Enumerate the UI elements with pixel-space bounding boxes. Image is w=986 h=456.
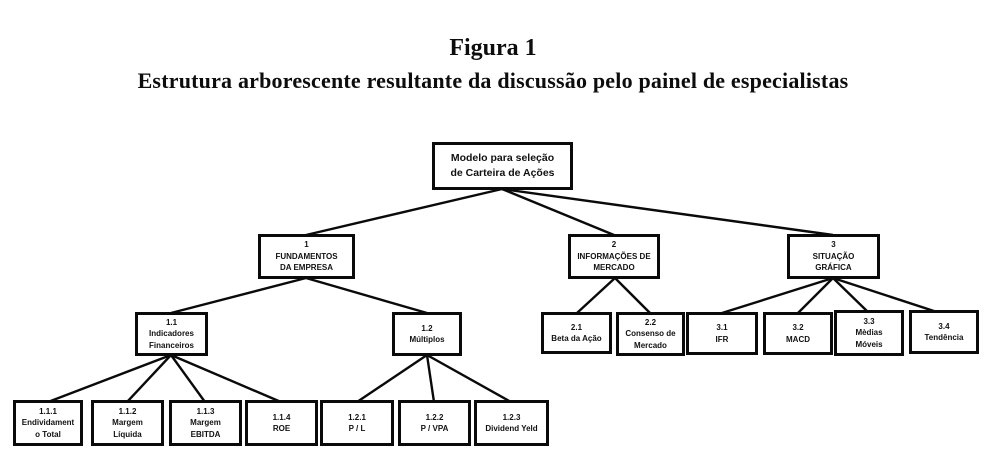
connector-2-2.1 <box>576 277 616 314</box>
connector-1.1-1.1.2 <box>126 354 172 403</box>
tree-node-root: Modelo para seleção de Carteira de Ações <box>432 142 573 190</box>
connector-root-1 <box>305 187 503 237</box>
tree-node-1-1-3: 1.1.3 Margem EBITDA <box>169 400 242 446</box>
connector-1.1-1.1.3 <box>170 354 206 403</box>
tree-node-2-2: 2.2 Consenso de Mercado <box>616 312 685 356</box>
tree-node-3: 3 SITUAÇÃO GRÁFICA <box>787 234 880 279</box>
tree-node-1-1-1: 1.1.1 Endividament o Total <box>13 400 83 446</box>
tree-node-2-1: 2.1 Beta da Ação <box>541 312 612 354</box>
connector-root-3 <box>501 187 834 237</box>
tree-node-1-1-2: 1.1.2 Margem Líquida <box>91 400 164 446</box>
connector-1-1.2 <box>305 276 428 315</box>
figure-title: Figura 1 <box>449 35 537 61</box>
connector-1.1-1.1.1 <box>47 353 172 404</box>
figure-caption: Figura 1 Estrutura arborescente resultan… <box>0 34 986 96</box>
tree-node-1-2-2: 1.2.2 P / VPA <box>398 400 471 446</box>
tree-node-2: 2 INFORMAÇÕES DE MERCADO <box>568 234 660 279</box>
connector-2-2.2 <box>614 277 651 314</box>
connector-1-1.1 <box>170 276 307 315</box>
connector-3-3.4 <box>832 276 941 315</box>
connector-1.2-1.2.2 <box>425 354 436 403</box>
connector-3-3.2 <box>797 277 834 314</box>
tree-node-3-4: 3.4 Tendência <box>909 310 979 354</box>
connector-3-3.3 <box>832 277 870 314</box>
tree-node-1-2-3: 1.2.3 Dividend Yeld <box>474 400 549 446</box>
tree-node-3-1: 3.1 IFR <box>686 312 758 355</box>
connector-1.2-1.2.1 <box>356 354 428 403</box>
tree-node-3-3: 3.3 Mèdias Móveis <box>834 310 904 356</box>
tree-node-3-2: 3.2 MACD <box>763 312 833 355</box>
connector-1.1-1.1.4 <box>170 353 282 404</box>
tree-node-1-1-4: 1.1.4 ROE <box>245 400 318 446</box>
tree-node-1: 1 FUNDAMENTOS DA EMPRESA <box>258 234 355 279</box>
connector-1.2-1.2.3 <box>426 353 512 404</box>
tree-node-1-2: 1.2 Múltiplos <box>392 312 462 356</box>
connector-root-2 <box>501 187 615 237</box>
connector-3-3.1 <box>721 276 834 315</box>
tree-node-1-2-1: 1.2.1 P / L <box>320 400 394 446</box>
tree-node-1-1: 1.1 Indicadores Financeiros <box>135 312 208 356</box>
figure-subtitle: Estrutura arborescente resultante da dis… <box>137 68 849 93</box>
